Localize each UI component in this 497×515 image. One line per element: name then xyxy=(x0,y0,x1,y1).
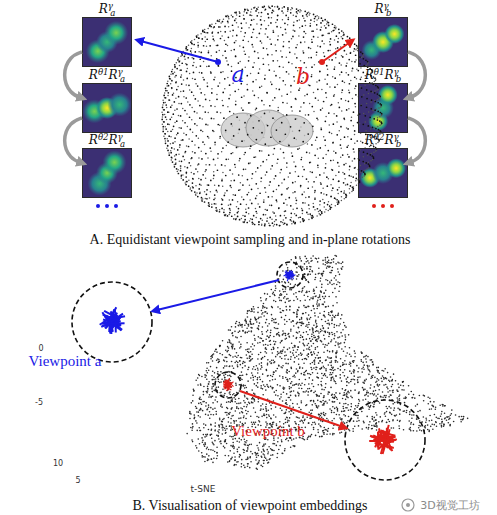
tile-label: Rθ1Rγb xyxy=(365,69,402,83)
sphere-points xyxy=(161,5,382,226)
axis-title: t-SNE xyxy=(191,484,216,494)
math-part: R xyxy=(89,133,98,147)
math-part: b xyxy=(386,8,392,18)
rotation-arrow xyxy=(65,118,82,163)
math-part: R xyxy=(109,68,118,82)
cross-markers xyxy=(95,268,401,456)
tile-label: Rγa xyxy=(99,3,116,17)
image-tile: Rγb xyxy=(358,17,408,67)
viewpoint-arrow xyxy=(322,40,353,62)
tile-image xyxy=(358,148,408,198)
watermark-icon xyxy=(402,499,414,511)
image-tile: Rγa xyxy=(82,17,132,67)
subfigure-caption: B. Visualisation of viewpoint embeddings xyxy=(133,498,368,514)
image-tile: Rθ2Rγa xyxy=(82,148,132,198)
viewpoint-label: Viewpoint b xyxy=(231,423,305,440)
subfigure-caption: A. Equidistant viewpoint sampling and in… xyxy=(90,232,411,248)
math-part: θ2 xyxy=(374,132,385,142)
math-part: R xyxy=(365,68,374,82)
axis-tick: 5 xyxy=(75,476,80,485)
image-tile: Rθ1Rγb xyxy=(358,83,408,133)
math-part: a xyxy=(120,74,125,84)
rotation-arrow xyxy=(408,118,425,163)
tile-image xyxy=(82,83,132,133)
math-part: R xyxy=(375,2,384,16)
math-part: a xyxy=(120,139,125,149)
math-part: R xyxy=(384,133,393,147)
ellipsis-dots xyxy=(372,204,394,208)
viewpoint-letter: b xyxy=(296,64,310,89)
math-part: R xyxy=(89,68,98,82)
math-part: b xyxy=(396,139,402,149)
object-shape xyxy=(221,110,313,147)
math-part: a xyxy=(110,8,115,18)
sphere-points xyxy=(161,5,382,226)
tile-label: Rθ2Rγb xyxy=(365,134,402,148)
viewpoint-dot xyxy=(215,59,221,65)
math-part: θ2 xyxy=(98,132,109,142)
viewpoint-label: Viewpoint a xyxy=(29,353,102,370)
math-part: R xyxy=(365,133,374,147)
math-part: θ1 xyxy=(374,67,385,77)
tile-image xyxy=(82,17,132,67)
image-tile: Rθ1Rγa xyxy=(82,83,132,133)
math-part: R xyxy=(99,2,108,16)
rotation-arrow xyxy=(408,52,425,98)
zoom-circle xyxy=(72,262,425,480)
math-part: R xyxy=(109,133,118,147)
axis-tick: 0 xyxy=(38,344,43,353)
math-part: θ1 xyxy=(98,67,109,77)
math-part: b xyxy=(396,74,402,84)
axis-tick: -5 xyxy=(35,398,43,407)
math-part: R xyxy=(384,68,393,82)
viewpoint-arrow xyxy=(137,40,218,62)
viewpoint-dot xyxy=(319,59,325,65)
tile-image xyxy=(358,83,408,133)
tile-label: Rθ1Rγa xyxy=(89,69,125,83)
zoom-arrow xyxy=(240,391,346,428)
axis-tick: 10 xyxy=(53,459,63,468)
rotation-arrow xyxy=(65,52,82,98)
watermark: 3D视觉工坊 xyxy=(420,498,479,513)
zoom-arrow xyxy=(153,280,279,311)
image-tile: Rθ2Rγb xyxy=(358,148,408,198)
embedding-points xyxy=(186,255,468,470)
tile-image xyxy=(358,17,408,67)
ellipsis-dots xyxy=(96,204,118,208)
viewpoint-letter: a xyxy=(231,62,244,87)
tile-label: Rγb xyxy=(375,3,392,17)
tile-label: Rθ2Rγa xyxy=(89,134,125,148)
tile-image xyxy=(82,148,132,198)
